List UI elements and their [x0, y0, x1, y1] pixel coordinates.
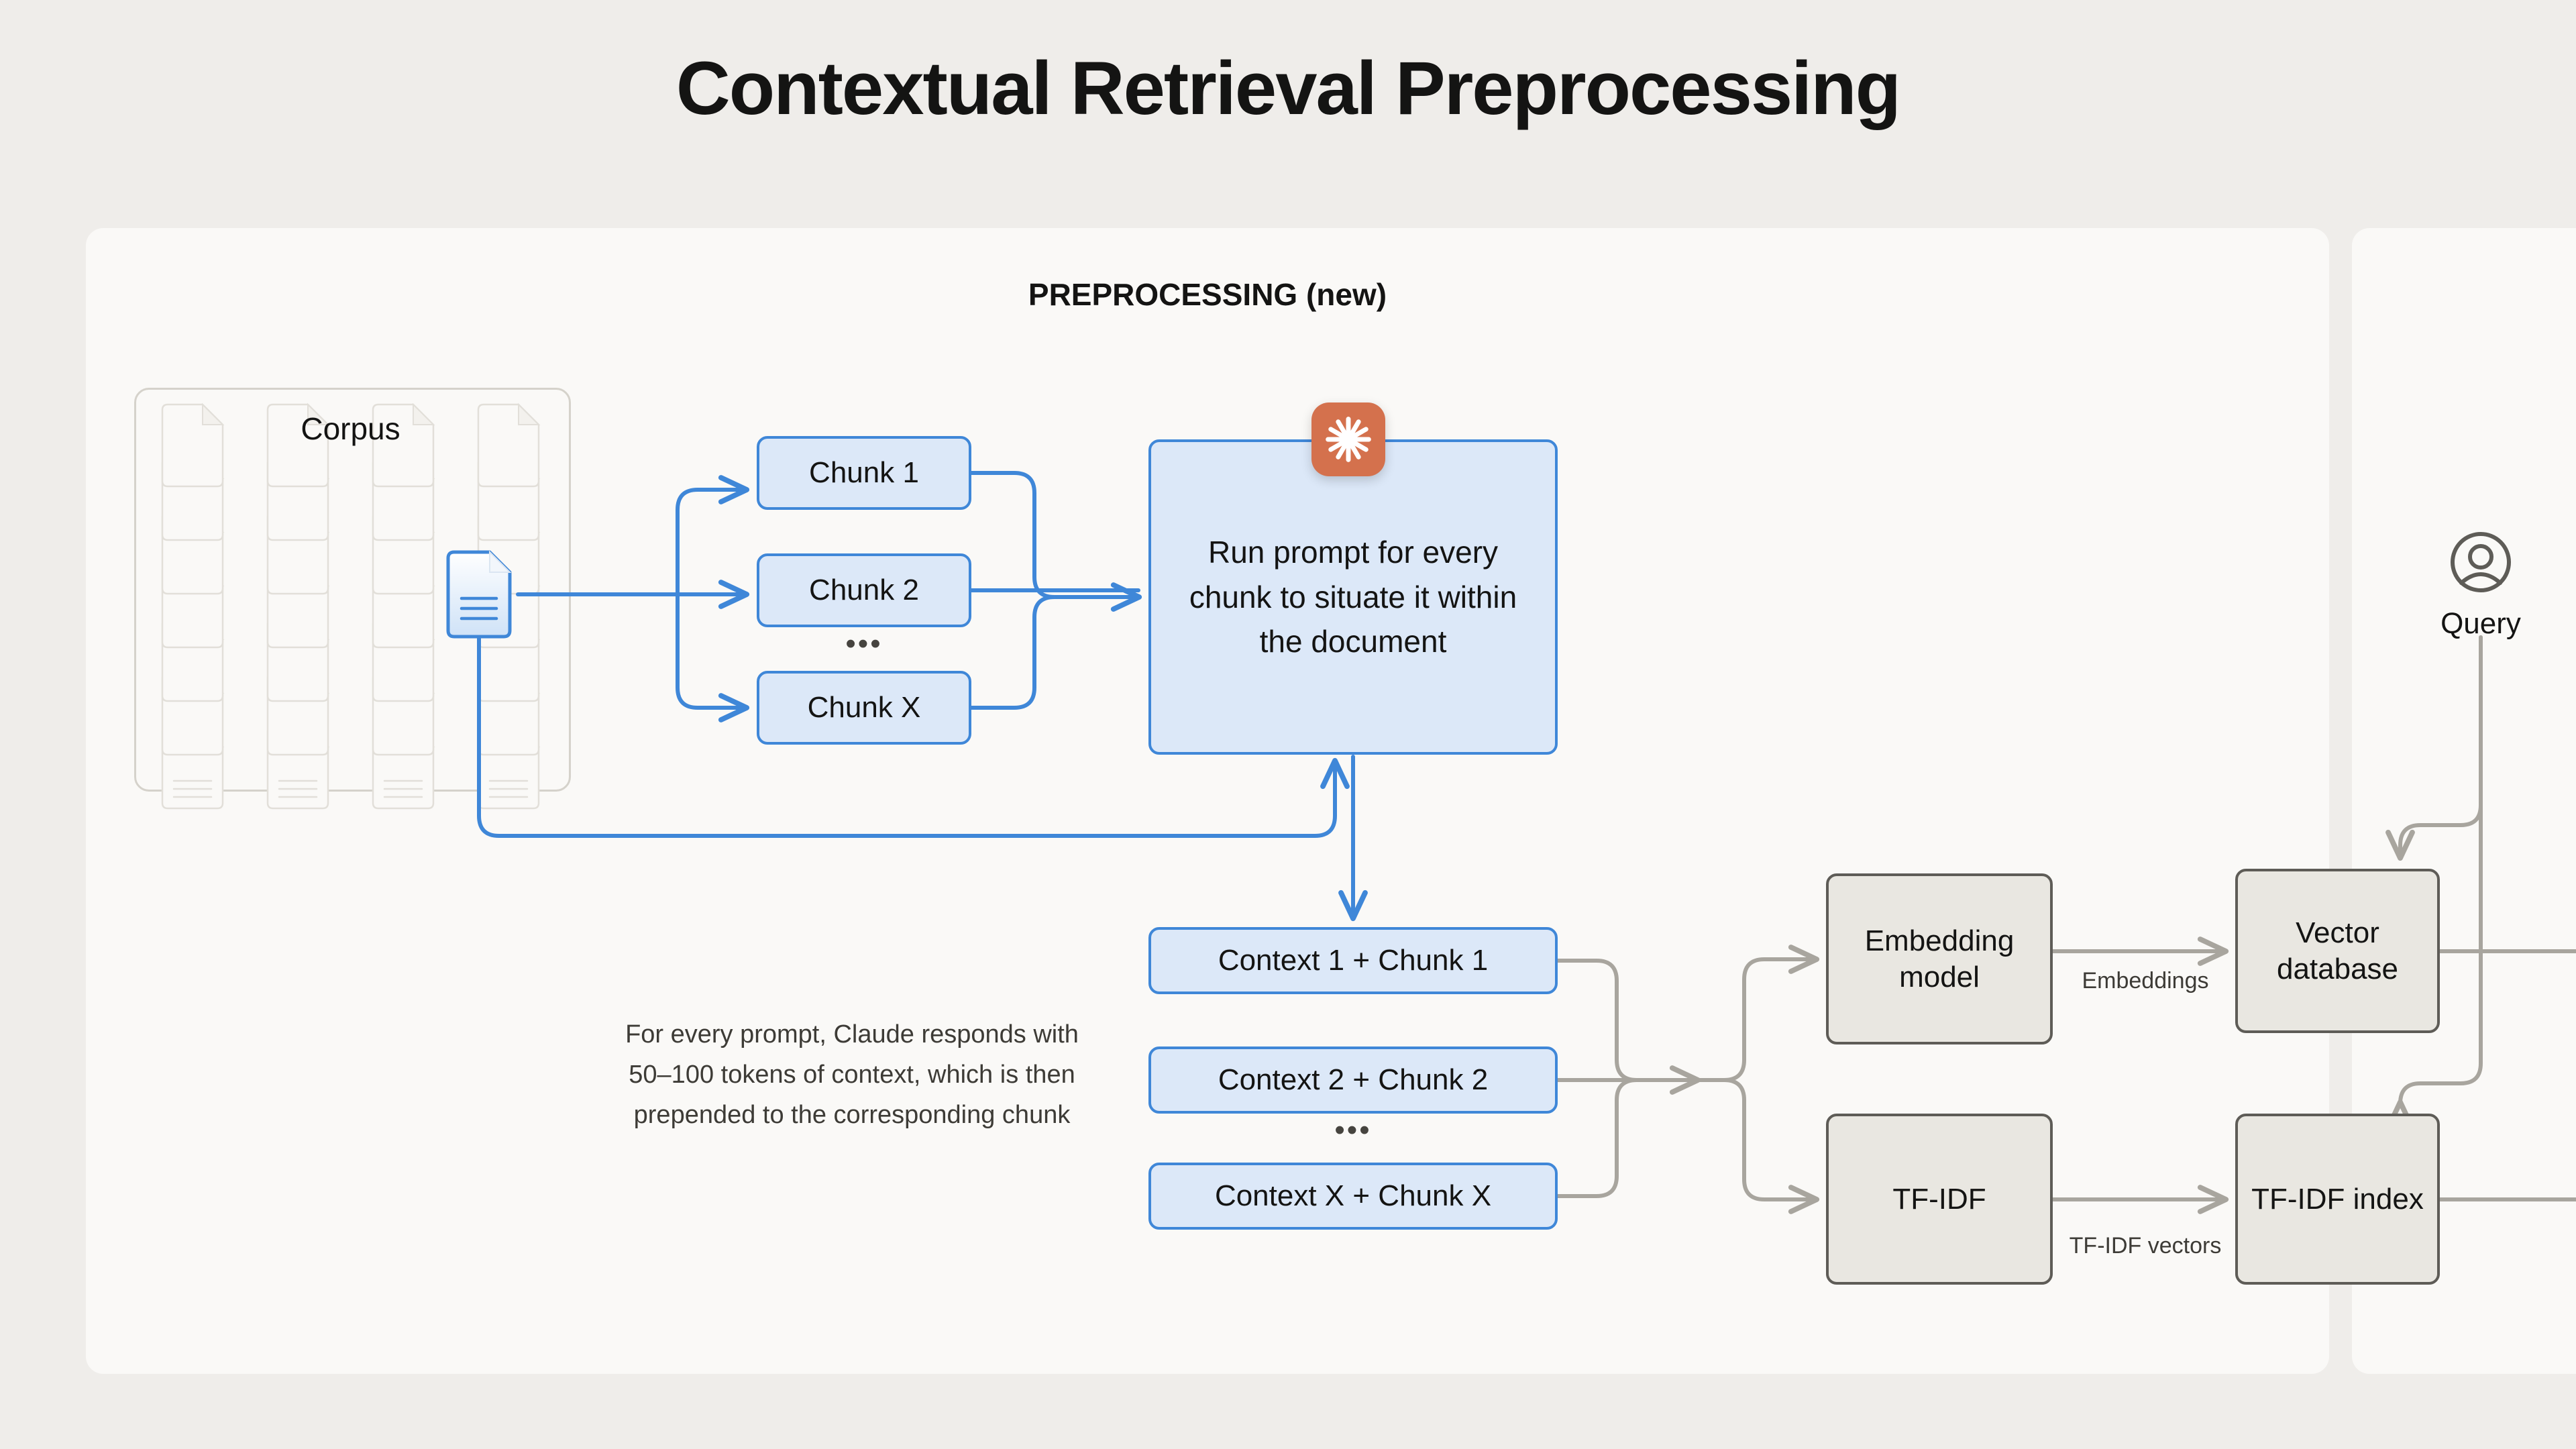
- document-icon[interactable]: [444, 550, 514, 639]
- vector-database-box[interactable]: Vector database: [2235, 869, 2440, 1033]
- context-ellipsis: •••: [1334, 1114, 1372, 1146]
- chunk-box-2[interactable]: Chunk 2: [757, 553, 971, 627]
- flow-note: For every prompt, Claude responds with 5…: [625, 1020, 1079, 1130]
- tfidf-box[interactable]: TF-IDF: [1826, 1114, 2053, 1285]
- context-box-x[interactable]: Context X + Chunk X: [1148, 1163, 1558, 1230]
- chunk-box-x[interactable]: Chunk X: [757, 671, 971, 745]
- claude-burst-icon: [1311, 402, 1385, 476]
- page-title: Contextual Retrieval Preprocessing: [676, 46, 1901, 130]
- corpus-container: [134, 388, 571, 792]
- chunk-box-1[interactable]: Chunk 1: [757, 436, 971, 510]
- document-icon: [264, 402, 331, 488]
- run-prompt-box[interactable]: Run prompt for every chunk to situate it…: [1148, 439, 1558, 755]
- query-label: Query: [2440, 607, 2521, 640]
- edge-label-tfidf-vectors: TF-IDF vectors: [2069, 1233, 2222, 1258]
- corpus-label: Corpus: [301, 411, 400, 446]
- document-icon: [475, 402, 542, 488]
- document-icon: [159, 402, 226, 488]
- document-icon: [370, 402, 437, 488]
- context-box-2[interactable]: Context 2 + Chunk 2: [1148, 1046, 1558, 1114]
- context-box-1[interactable]: Context 1 + Chunk 1: [1148, 927, 1558, 994]
- tfidf-index-box[interactable]: TF-IDF index: [2235, 1114, 2440, 1285]
- embedding-model-box[interactable]: Embedding model: [1826, 873, 2053, 1044]
- edge-label-embeddings: Embeddings: [2082, 968, 2209, 994]
- user-avatar-icon: [2449, 530, 2513, 594]
- chunk-ellipsis: •••: [845, 627, 883, 660]
- section-heading: PREPROCESSING (new): [1028, 277, 1387, 312]
